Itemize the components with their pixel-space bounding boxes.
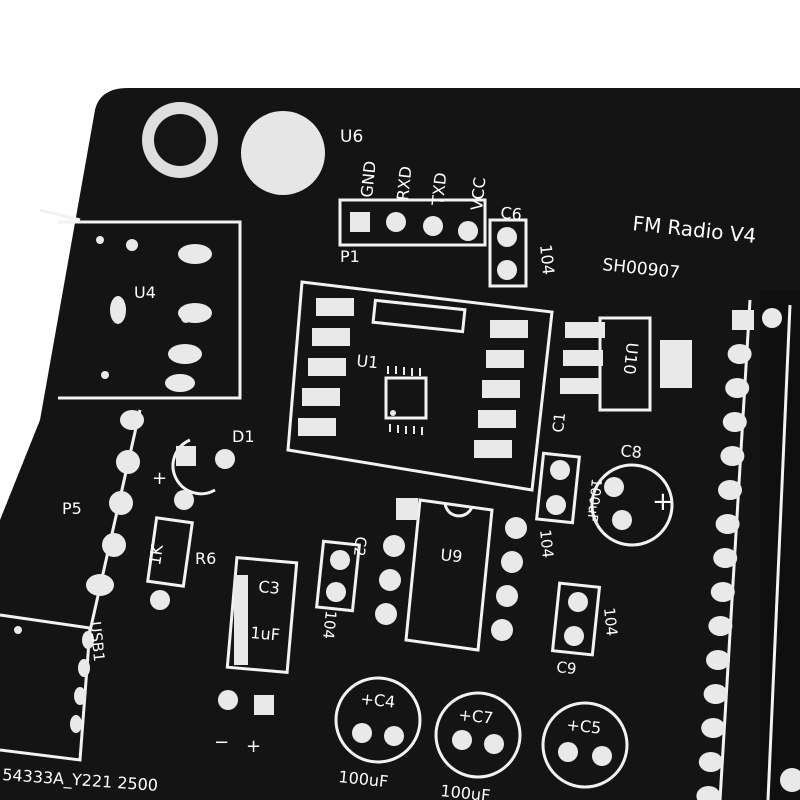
u1-module: [286, 280, 554, 492]
label-c5: +C5: [566, 715, 603, 738]
socket-pad: [725, 378, 750, 398]
label-c3: C3: [258, 577, 281, 598]
socket-pad: [720, 446, 745, 466]
socket-pad: [698, 752, 723, 772]
c1-footprint: [535, 451, 581, 525]
label-u6: U6: [340, 127, 363, 147]
label-vcc: VCC: [467, 176, 489, 211]
label-c2-value: 104: [319, 610, 340, 640]
label-c3-value: 1uF: [250, 623, 281, 645]
socket-pad: [706, 650, 730, 670]
socket-pad: [703, 684, 728, 704]
socket-pad: [708, 616, 733, 636]
c3-capacitor: [218, 555, 299, 715]
socket-pad: [722, 412, 747, 432]
mcu-socket: [696, 299, 792, 800]
usb1-connector: [0, 613, 94, 762]
socket-pad: [701, 718, 726, 738]
label-c1: C1: [549, 412, 569, 434]
label-c4: +C4: [360, 689, 397, 712]
label-u10: U10: [620, 342, 642, 376]
label-c8-value: 100uF: [583, 478, 603, 523]
c9-footprint: [550, 581, 602, 657]
socket-pad: [710, 582, 735, 602]
r6-resistor: [146, 490, 194, 610]
label-c8-plus: +: [652, 487, 674, 517]
socket-pad: [715, 514, 740, 534]
bottom-capacitors: [334, 676, 629, 789]
label-r6: R6: [195, 549, 216, 568]
label-p5: P5: [62, 499, 82, 518]
p1-header: [338, 198, 487, 247]
label-c9-value: 104: [600, 607, 621, 637]
label-plus: +: [246, 736, 261, 757]
socket-pad: [718, 480, 742, 500]
label-c7-value: 100uF: [440, 781, 492, 800]
label-u1: U1: [356, 351, 380, 372]
label-gnd: GND: [357, 160, 380, 198]
label-c8: C8: [620, 441, 643, 462]
label-r6-value: 1K: [145, 543, 167, 567]
u9-dip: [375, 498, 527, 652]
right-edge-marks: [780, 768, 800, 792]
label-c6-value: 104: [536, 243, 558, 275]
u4-footprint: [39, 208, 242, 400]
label-c1-value: 104: [536, 529, 557, 559]
u4-pads: [96, 236, 212, 392]
label-c2: C2: [350, 536, 370, 558]
mounting-holes: [142, 102, 325, 195]
label-c9: C9: [556, 658, 578, 678]
label-rxd: RXD: [393, 165, 415, 201]
c8-capacitor: [590, 463, 674, 547]
label-minus: −: [214, 732, 229, 753]
u10-footprint: [560, 316, 692, 412]
c2-footprint: [315, 539, 361, 613]
pcb-board: [0, 88, 800, 800]
label-p1: P1: [340, 247, 360, 266]
label-d1-plus: +: [152, 468, 167, 489]
label-u9: U9: [440, 545, 464, 566]
label-c7: +C7: [458, 705, 495, 728]
socket-pad: [727, 344, 752, 364]
socket-pad: [713, 548, 738, 568]
label-c6: C6: [500, 203, 523, 224]
silkscreen-text: U6 GND RXD TXD VCC P1 C6 104 FM Radio V4…: [2, 127, 758, 800]
p5-connector: [86, 409, 144, 641]
socket-pad: [696, 786, 721, 800]
label-u4: U4: [134, 283, 156, 302]
label-txd: TXD: [428, 172, 450, 208]
c6-footprint: [488, 218, 528, 288]
d1-led: [171, 438, 235, 496]
label-usb1: USB1: [86, 621, 108, 663]
label-d1: D1: [232, 427, 255, 446]
